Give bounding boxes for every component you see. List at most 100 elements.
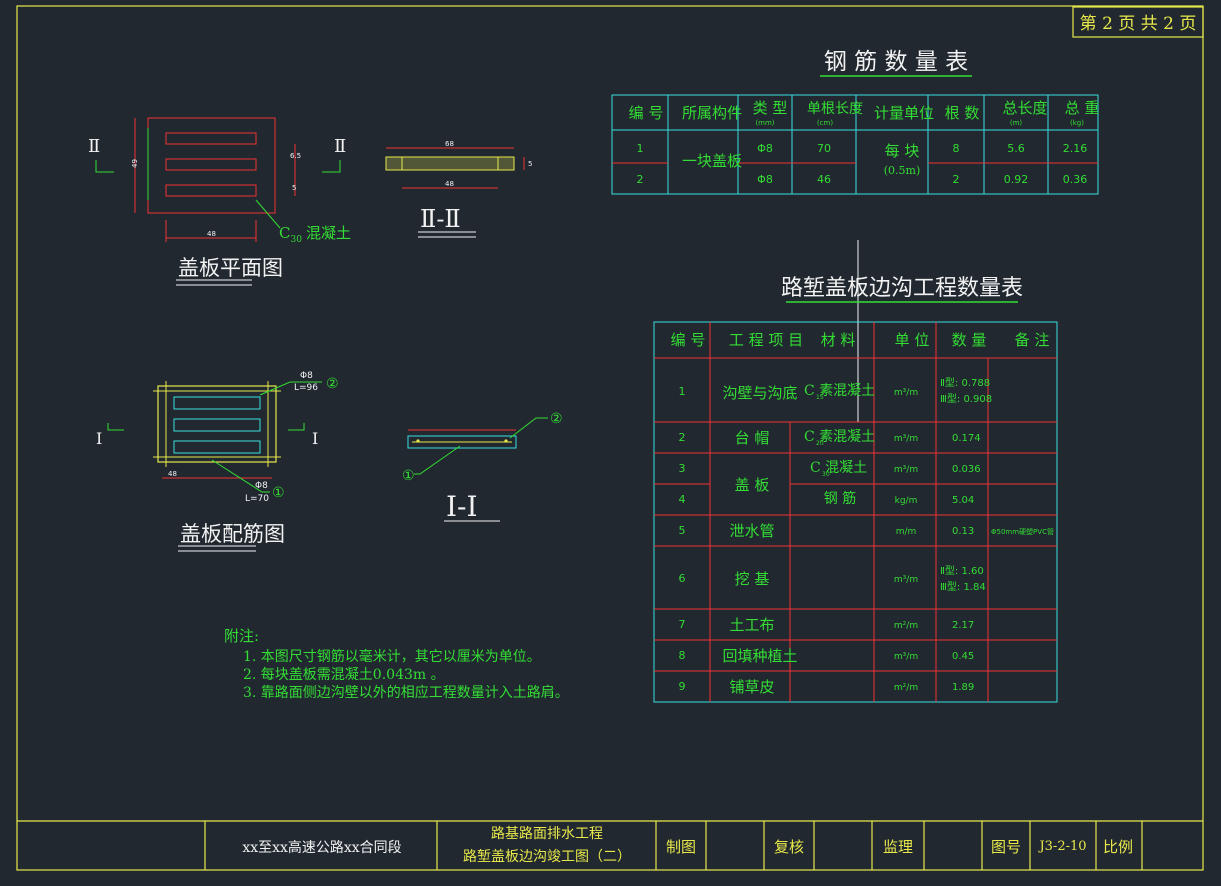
- steel-row1-count: 8: [953, 142, 960, 155]
- work-row6-qty1: Ⅱ型: 1.60: [940, 564, 984, 577]
- work-row7-unit: m²/m: [894, 621, 918, 631]
- work-row1-no: 1: [679, 385, 686, 398]
- table-row: 6 挖 基 m³/m Ⅱ型: 1.60 Ⅲ型: 1.84: [679, 564, 986, 593]
- work-row5-no: 5: [679, 524, 686, 537]
- steel-row1-weight: 2.16: [1063, 142, 1088, 155]
- work-row8-no: 8: [679, 649, 686, 662]
- note-item-3: 3. 靠路面侧边沟壁以外的相应工程数量计入土路肩。: [243, 684, 569, 701]
- work-row9-unit: m²/m: [894, 683, 918, 693]
- work-row3-unit: m³/m: [894, 465, 918, 475]
- steel-row1-len: 70: [817, 142, 831, 155]
- steel-row2-len: 46: [817, 173, 831, 186]
- work-row5-item: 泄水管: [729, 522, 774, 540]
- notes-block: 附注: 1. 本图尺寸钢筋以毫米计，其它以厘米为单位。 2. 每块盖板需混凝土0…: [224, 627, 569, 701]
- steel-row2-weight: 0.36: [1063, 173, 1088, 186]
- notes-title: 附注:: [224, 627, 259, 645]
- section1-title: Ⅰ-Ⅰ: [446, 490, 478, 523]
- table-row: 2 台 帽 C 素混凝土 20 m³/m 0.174: [679, 429, 981, 447]
- plan-view-title: 盖板平面图: [178, 256, 283, 280]
- steel-header-type: 类 型: [753, 99, 788, 117]
- rebar-dim: 48: [168, 470, 177, 478]
- title-block: xx至xx高速公路xx合同段 路基路面排水工程 路堑盖板边沟竣工图（二） 制图 …: [204, 821, 1143, 870]
- steel-table-headers: 编 号 所属构件 类 型 (mm) 单根长度 (cm) 计量单位 根 数 总长度…: [629, 99, 1100, 127]
- rebar-view-title: 盖板配筋图: [180, 522, 285, 546]
- table-row: 8 回填种植土 m³/m 0.45: [679, 647, 975, 665]
- steel-header-total-len-unit: (m): [1010, 119, 1023, 127]
- work-row9-qty: 1.89: [952, 682, 974, 693]
- rebar-label1-num: ①: [272, 485, 285, 501]
- scale-label: 比例: [1103, 838, 1133, 856]
- work-row9-no: 9: [679, 680, 686, 693]
- drawing-no: J3-2-10: [1037, 839, 1086, 854]
- section1-num1: ①: [402, 468, 415, 484]
- page-badge: 第 2 页 共 2 页: [1080, 14, 1197, 34]
- work-row5-qty: 0.13: [952, 526, 974, 537]
- work-row9-item: 铺草皮: [729, 678, 774, 696]
- steel-header-type-unit: (mm): [755, 119, 774, 127]
- drawing-frame: [16, 5, 1204, 871]
- work-row1-material-sub: 15: [816, 394, 824, 401]
- work-table-title: 路堑盖板边沟工程数量表: [781, 276, 1023, 301]
- work-header-material: 材 料: [821, 331, 856, 349]
- table-row: 1 Φ8 70 8 5.6 2.16: [637, 142, 1088, 155]
- drawing-title-line2: 路堑盖板边沟竣工图（二）: [463, 849, 631, 865]
- steel-row1-type: Φ8: [757, 142, 773, 155]
- plan-section-mark-right: Ⅱ: [334, 136, 346, 157]
- steel-header-unit: 计量单位: [874, 104, 934, 122]
- table-row: 2 Φ8 46 2 0.92 0.36: [637, 173, 1088, 186]
- rebar-label1-dia: Φ8: [255, 481, 268, 491]
- rebar-section-mark-left: Ⅰ: [96, 429, 102, 448]
- project-name: xx至xx高速公路xx合同段: [242, 839, 401, 856]
- rebar-view: 48 Φ8 L=96 ② Φ8 L=70 ① Ⅰ Ⅰ 盖板配筋图: [96, 371, 339, 552]
- work-row1-qty1: Ⅱ型: 0.788: [940, 376, 990, 389]
- work-header-note: 备 注: [1015, 331, 1050, 349]
- section2-dim-top: 68: [445, 140, 454, 148]
- work-row3-material: C 混凝土: [810, 460, 867, 476]
- work-table: 路堑盖板边沟工程数量表 编 号 工 程 项 目 材 料 单 位: [653, 276, 1058, 703]
- work-table-headers: 编 号 工 程 项 目 材 料 单 位 数 量 备 注: [671, 331, 1050, 349]
- steel-unit: 每 块: [885, 142, 920, 160]
- work-row6-item: 挖 基: [735, 570, 770, 588]
- work-row6-no: 6: [679, 572, 686, 585]
- work-header-item: 工 程 项 目: [729, 331, 803, 349]
- rebar-section-mark-right: Ⅰ: [312, 429, 318, 448]
- note-item-2: 2. 每块盖板需混凝土0.043m 。: [243, 667, 445, 683]
- steel-row2-no: 2: [637, 173, 644, 186]
- table-row: 9 铺草皮 m²/m 1.89: [679, 678, 975, 696]
- steel-component: 一块盖板: [682, 152, 742, 170]
- work-row1-unit: m³/m: [894, 388, 918, 398]
- steel-header-len: 单根长度: [807, 101, 863, 117]
- rebar-label2-dia: Φ8: [300, 371, 313, 381]
- work-row1-qty2: Ⅲ型: 0.908: [940, 392, 992, 405]
- steel-header-component: 所属构件: [682, 104, 742, 122]
- section2-dim-bottom: 48: [445, 180, 454, 188]
- work-row4-unit: kg/m: [895, 496, 918, 506]
- steel-header-no: 编 号: [629, 104, 664, 122]
- steel-row2-count: 2: [953, 173, 960, 186]
- work-row3-material-sub: 30: [822, 471, 830, 478]
- steel-table: 钢 筋 数 量 表 编 号 所属构件 类 型 (mm) 单根长度 (cm) 计量…: [611, 49, 1100, 195]
- table-row: 4 钢 筋 kg/m 5.04: [679, 490, 975, 507]
- steel-row2-total-len: 0.92: [1004, 173, 1029, 186]
- work-row4-no: 4: [679, 493, 686, 506]
- steel-header-count: 根 数: [945, 104, 980, 122]
- work-row4-qty: 5.04: [952, 495, 974, 506]
- steel-row1-total-len: 5.6: [1007, 142, 1025, 155]
- table-row: 1 沟壁与沟底 C 素混凝土 15 m³/m Ⅱ型: 0.788 Ⅲ型: 0.9…: [679, 376, 993, 405]
- section2-title: Ⅱ-Ⅱ: [420, 205, 461, 233]
- steel-table-title: 钢 筋 数 量 表: [824, 49, 968, 75]
- drawn-label: 制图: [666, 838, 696, 856]
- work-row3-item: 盖 板: [735, 476, 770, 494]
- work-row3-no: 3: [679, 462, 686, 475]
- table-row: 5 泄水管 m/m 0.13 Φ50mm硬塑PVC管: [679, 522, 1054, 540]
- plan-dim-slot: 5: [292, 184, 296, 192]
- work-row5-note: Φ50mm硬塑PVC管: [991, 527, 1054, 536]
- plan-dim-gap: 6.5: [290, 152, 301, 160]
- drawing-no-label: 图号: [991, 838, 1021, 856]
- work-row5-unit: m/m: [896, 527, 917, 537]
- work-row4-material: 钢 筋: [824, 490, 856, 507]
- work-row3-qty: 0.036: [952, 464, 981, 475]
